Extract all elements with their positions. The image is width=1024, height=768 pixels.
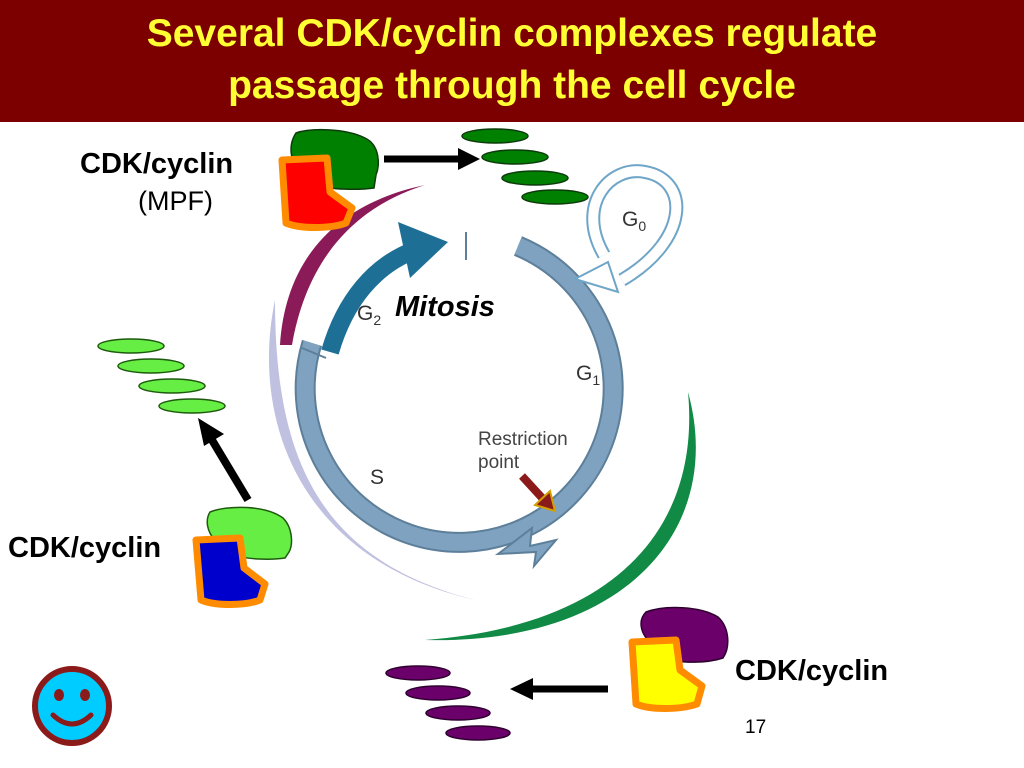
s-degraded-cyclin-icon xyxy=(97,338,226,414)
slide-title: Several CDK/cyclin complexes regulate pa… xyxy=(0,8,1024,112)
cdk-cyclin-s-label: CDK/cyclin xyxy=(8,532,162,564)
g1-cdk-cyclin-complex-icon xyxy=(628,606,729,712)
cdk-cyclin-g1-label: CDK/cyclin xyxy=(735,655,889,687)
mpf-cdk-cyclin-complex-icon xyxy=(278,128,379,231)
restriction-line2: point xyxy=(478,452,520,473)
page-number: 17 xyxy=(745,717,767,738)
s-phase-label: S xyxy=(370,466,385,489)
restriction-line1: Restriction xyxy=(478,429,568,450)
mpf-label: (MPF) xyxy=(138,186,213,216)
s-degradation-arrow xyxy=(198,418,252,503)
slide-title-line2: passage through the cell cycle xyxy=(228,64,796,107)
slide-title-line1: Several CDK/cyclin complexes regulate xyxy=(146,12,878,55)
cdk-cyclin-mpf-label: CDK/cyclin xyxy=(80,148,234,180)
g1-degraded-cyclin-icon xyxy=(385,665,511,741)
smiley-face-icon xyxy=(32,666,112,746)
cell-cycle-diagram xyxy=(97,128,729,741)
g0-label: G0 xyxy=(622,208,647,235)
s-cdk-cyclin-complex-icon xyxy=(192,506,293,608)
mpf-activity-arc xyxy=(280,185,425,345)
g0-loop-arrow xyxy=(572,164,684,294)
mpf-degradation-arrow xyxy=(384,148,480,170)
g1-label: G1 xyxy=(576,362,601,389)
restriction-point-label: Restriction point xyxy=(478,428,568,474)
restriction-point-arrow xyxy=(519,473,557,513)
g2-label: G2 xyxy=(357,302,382,329)
title-bar xyxy=(0,0,1024,122)
mitosis-arrow xyxy=(321,222,448,355)
s-activity-arc xyxy=(268,300,475,600)
mitosis-label: Mitosis xyxy=(395,291,495,323)
g1-degradation-arrow xyxy=(510,678,608,700)
mpf-degraded-cyclin-icon xyxy=(461,128,589,205)
cell-cycle-ring xyxy=(294,232,624,570)
g1-activity-arc xyxy=(425,392,696,641)
